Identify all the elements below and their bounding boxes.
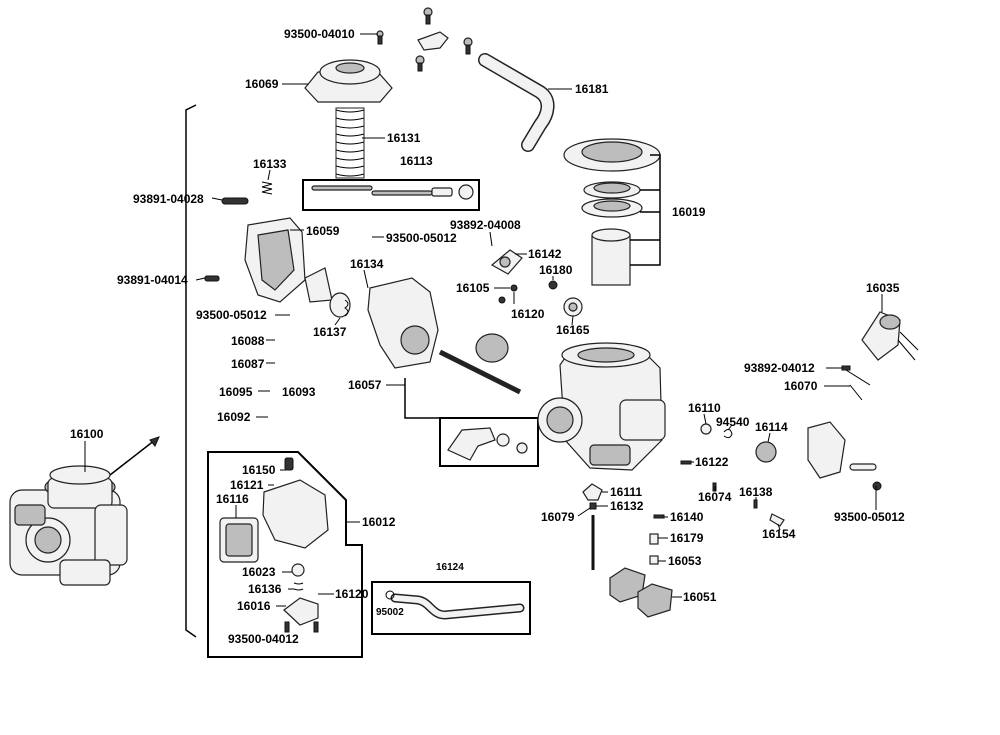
label-16124: 16124: [436, 562, 464, 573]
label-16100: 16100: [70, 427, 104, 441]
choke-solenoid-image: [861, 311, 919, 361]
label-93500-05012-right: 93500-05012: [834, 510, 905, 524]
label-16134: 16134: [350, 257, 384, 271]
rod-assembly-box: [302, 179, 480, 211]
label-16105: 16105: [456, 281, 490, 295]
label-16023: 16023: [242, 565, 276, 579]
label-93500-05012-left: 93500-05012: [196, 308, 267, 322]
label-93892-04012: 93892-04012: [744, 361, 815, 375]
right-side-parts: [700, 421, 882, 491]
label-94540: 94540: [716, 415, 750, 429]
label-16120-bottom: 16120: [335, 587, 369, 601]
label-16070: 16070: [784, 379, 818, 393]
carburetor-body-half: [304, 267, 439, 369]
label-16121-left: 16121: [230, 478, 264, 492]
label-16057: 16057: [348, 378, 382, 392]
label-16111: 16111: [610, 485, 642, 499]
label-16110: 16110: [688, 401, 721, 415]
label-16088: 16088: [231, 334, 265, 348]
label-16142: 16142: [528, 247, 562, 261]
wire-clip-parts: [841, 365, 871, 401]
label-16019: 16019: [672, 205, 706, 219]
label-16053: 16053: [668, 554, 702, 568]
choke-parts: [490, 249, 583, 317]
label-93500-04010: 93500-04010: [284, 27, 355, 41]
float-image: [609, 567, 673, 618]
label-16092: 16092: [217, 410, 251, 424]
label-16116: 16116: [216, 492, 249, 506]
label-16136: 16136: [248, 582, 282, 596]
label-16165: 16165: [556, 323, 590, 337]
float-chamber-box: [207, 451, 363, 658]
label-16059: 16059: [306, 224, 340, 238]
label-16137: 16137: [313, 325, 347, 339]
label-16051: 16051: [683, 590, 717, 604]
vent-hose-image: [478, 53, 555, 152]
top-bracket-parts: [376, 7, 473, 72]
label-16114: 16114: [755, 420, 788, 434]
label-16131: 16131: [387, 131, 421, 145]
label-16122: 16122: [695, 455, 729, 469]
label-93891-04014: 93891-04014: [117, 273, 188, 287]
label-16154: 16154: [762, 527, 796, 541]
label-16016: 16016: [237, 599, 271, 613]
label-16095: 16095: [219, 385, 253, 399]
label-16120-top: 16120: [511, 307, 545, 321]
label-16150: 16150: [242, 463, 276, 477]
label-95002: 95002: [376, 607, 404, 618]
linkage-box: [404, 378, 539, 467]
float-bowl-cover-image: [204, 197, 306, 303]
label-16133: 16133: [253, 157, 287, 171]
label-16180: 16180: [539, 263, 573, 277]
leader-lines: [84, 33, 883, 607]
label-16079: 16079: [541, 510, 575, 524]
top-cover-image: [304, 59, 393, 103]
label-16132: 16132: [610, 499, 644, 513]
complete-carburetor-image: [9, 436, 160, 586]
spring-image: [335, 107, 365, 179]
drain-hose-box: [371, 581, 531, 635]
part-labels: 93500-04010 16069 16181 16131 16133 1611…: [70, 27, 905, 646]
label-16074: 16074: [698, 490, 732, 504]
label-16087: 16087: [231, 357, 265, 371]
assembly-bracket: [185, 104, 197, 638]
needle-jet-parts: [582, 483, 603, 570]
label-16012: 16012: [362, 515, 396, 529]
label-16138: 16138: [739, 485, 773, 499]
label-93500-05012-top: 93500-05012: [386, 231, 457, 245]
label-16093: 16093: [282, 385, 316, 399]
label-16179: 16179: [670, 531, 704, 545]
diaphragm-piston-stack: [563, 138, 661, 286]
small-spring-image: [261, 181, 273, 195]
label-16035: 16035: [866, 281, 900, 295]
label-93891-04028: 93891-04028: [133, 192, 204, 206]
main-carburetor-body: [537, 342, 666, 471]
label-93500-04012: 93500-04012: [228, 632, 299, 646]
label-16140: 16140: [670, 510, 704, 524]
label-16069: 16069: [245, 77, 279, 91]
throttle-shaft-image: [438, 333, 522, 395]
label-16113: 16113: [400, 154, 433, 168]
label-16181: 16181: [575, 82, 609, 96]
label-93892-04008: 93892-04008: [450, 218, 521, 232]
